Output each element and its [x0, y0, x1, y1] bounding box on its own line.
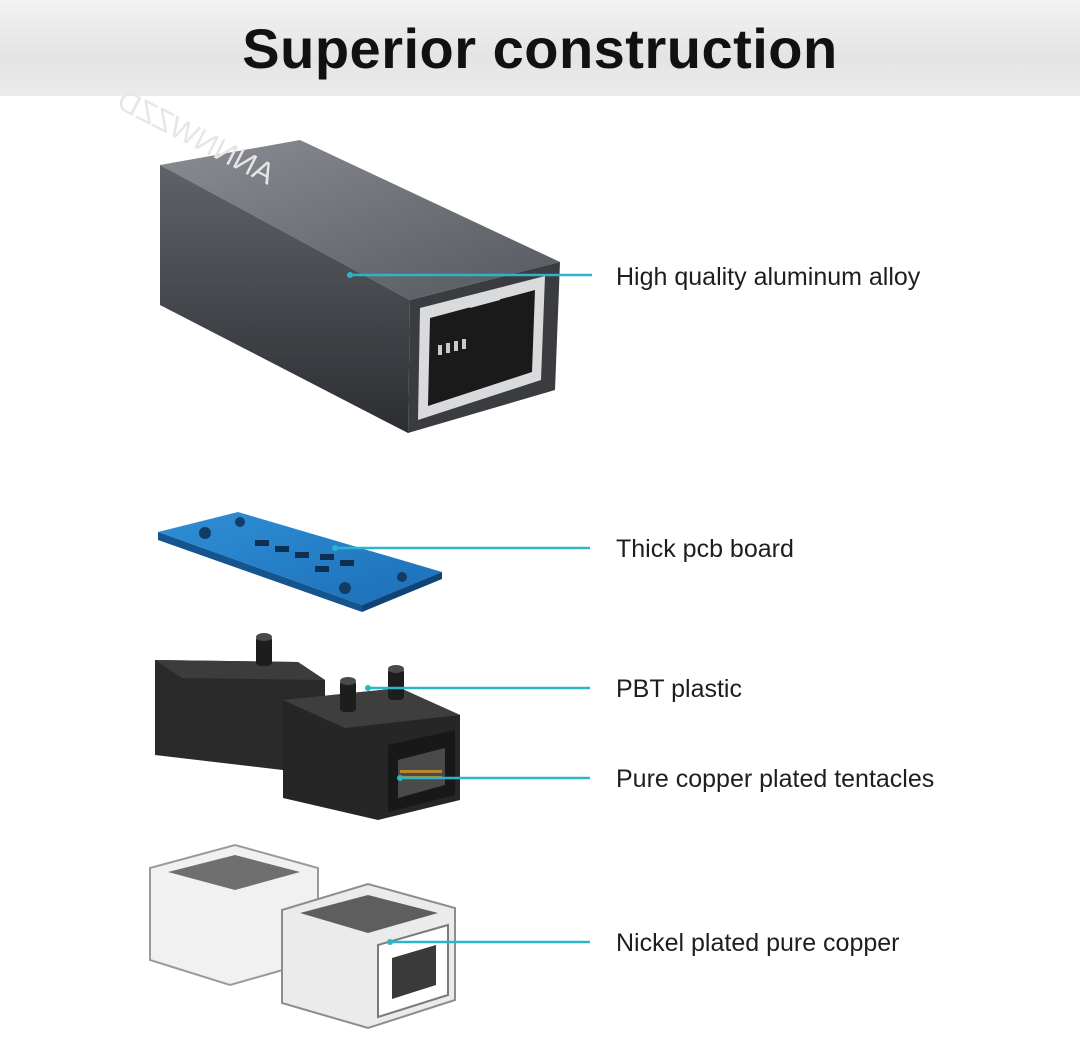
nickel-shield-jacks-image: [149, 843, 456, 1030]
callout-label-pcb: Thick pcb board: [616, 535, 794, 563]
title-bar: Superior construction: [0, 0, 1080, 96]
callout-label-pbt: PBT plastic: [616, 675, 742, 703]
pbt-plastic-jacks-image: [155, 633, 460, 820]
callout-label-aluminum: High quality aluminum alloy: [616, 263, 921, 291]
callout-lines: [335, 273, 592, 944]
callout-label-tentacles: Pure copper plated tentacles: [616, 765, 935, 793]
page-title: Superior construction: [242, 16, 838, 80]
pcb-board-image: [158, 512, 442, 612]
aluminum-housing-image: [160, 140, 560, 433]
callout-label-nickel: Nickel plated pure copper: [616, 929, 900, 957]
